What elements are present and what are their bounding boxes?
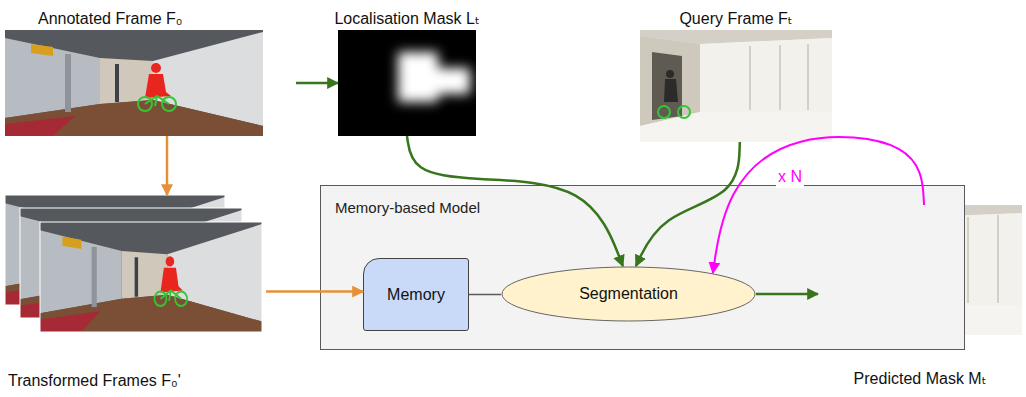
flow-arrow [266, 290, 363, 293]
frame-panel: Predicted Mask Mₜ [818, 205, 1022, 390]
image-slot [338, 30, 476, 136]
annotated-frame-photo [5, 30, 263, 136]
localisation-mask-image [338, 30, 476, 136]
frame-stack: Transformed Frames F₀' [5, 195, 263, 392]
flow-arrow [166, 136, 169, 195]
localisation-mask-image [398, 52, 470, 102]
panel-title: Memory-based Model [335, 197, 480, 219]
localisation-mask-image [434, 68, 470, 94]
frame-caption: Predicted Mask Mₜ [854, 368, 987, 390]
frame-caption: Query Frame Fₜ [679, 8, 792, 30]
image-slot [818, 205, 1022, 335]
frame-caption: Transformed Frames F₀' [8, 370, 181, 392]
frame-caption: Localisation Mask Lₜ [334, 8, 479, 30]
edge-label-holder: x N [776, 166, 804, 188]
transformed-frames-stack [40, 222, 262, 332]
flow-arrow [296, 82, 338, 85]
ellipse-outline [502, 267, 755, 321]
flow-arrow [636, 142, 740, 266]
repeat-count: x N [776, 166, 804, 188]
transformed-frames-stack [5, 195, 262, 332]
frame-panel: Query Frame Fₜ [640, 8, 832, 142]
localisation-mask-image [338, 30, 476, 136]
flow-arrow [756, 293, 818, 296]
localisation-mask-image [398, 52, 438, 102]
image-slot [8, 195, 266, 333]
flow-arrow [713, 137, 924, 273]
transformed-frames-stack [40, 222, 262, 332]
annotated-frame-photo [5, 30, 263, 136]
memory-box: Memory [363, 258, 469, 331]
segmentation-ellipse: Segmentation [501, 266, 756, 322]
flow-arrow [407, 136, 623, 266]
frame-panel: Localisation Mask Lₜ [312, 8, 502, 136]
model-panel: Memory-based ModelMemory Segmentation [320, 185, 965, 350]
image-slot [38, 30, 296, 136]
box-label: Segmentation [579, 283, 678, 305]
image-slot [640, 30, 832, 142]
query-frame-photo [640, 30, 832, 142]
flow-arrow [469, 294, 501, 296]
frame-caption: Annotated Frame F₀ [38, 8, 182, 30]
box-label: Memory [387, 284, 445, 306]
frame-panel: Annotated Frame F₀ [5, 8, 263, 136]
query-frame-photo [640, 30, 832, 142]
localisation-mask-image [398, 52, 470, 102]
